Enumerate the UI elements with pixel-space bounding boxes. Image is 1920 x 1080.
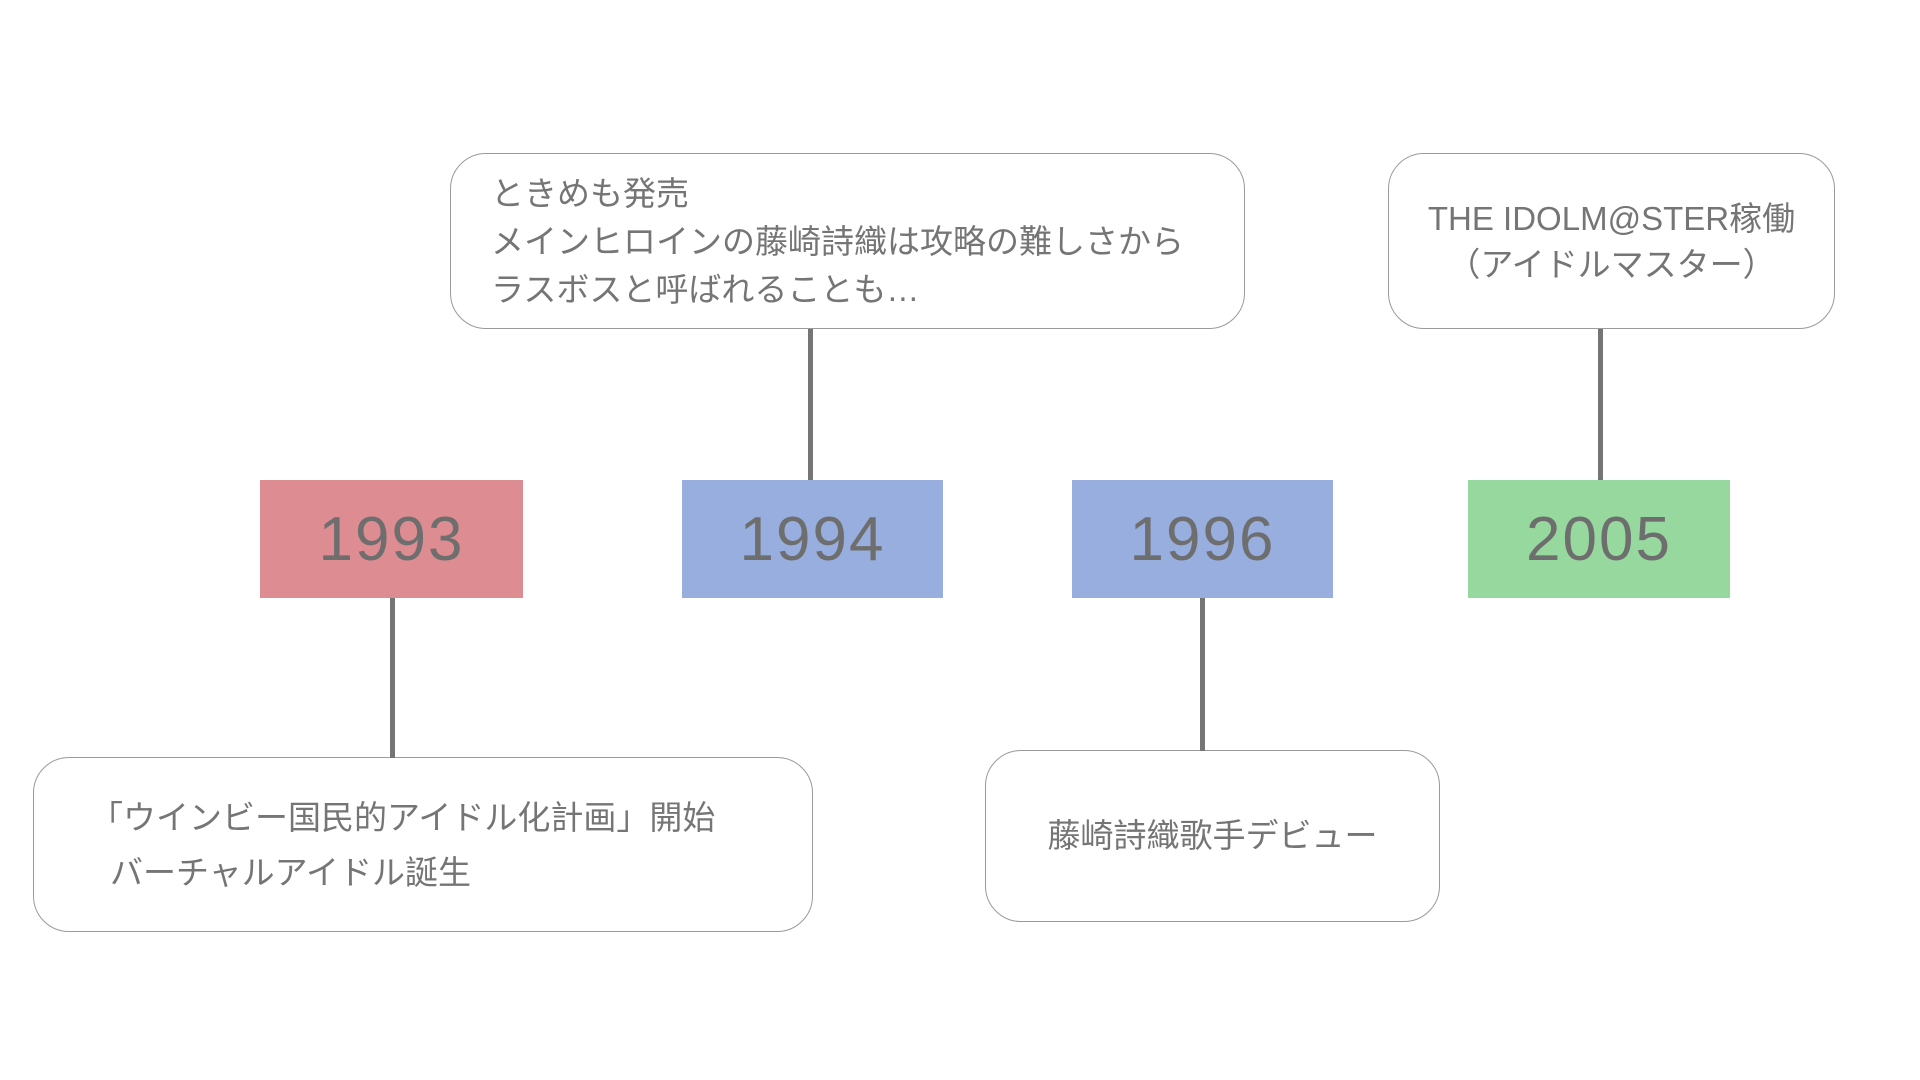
connector-line-2005 <box>1598 329 1603 481</box>
callout-winbee-line-1: 「ウインビー国民的アイドル化計画」開始 <box>90 799 716 836</box>
callout-idolmaster-launch: THE IDOLM@STER稼働 （アイドルマスター） <box>1388 153 1835 329</box>
connector-line-1994 <box>808 329 813 481</box>
callout-winbee-project: 「ウインビー国民的アイドル化計画」開始 バーチャルアイドル誕生 <box>33 757 813 932</box>
year-box-1993: 1993 <box>260 480 523 598</box>
callout-idolmaster-line-2: （アイドルマスター） <box>1447 246 1776 283</box>
connector-line-1993 <box>390 598 395 758</box>
year-box-1994: 1994 <box>682 480 943 598</box>
callout-tokimemo-line-3: ラスボスと呼ばれることも… <box>491 271 920 308</box>
callout-tokimemo-release: ときめも発売 メインヒロインの藤崎詩織は攻略の難しさから ラスボスと呼ばれること… <box>450 153 1245 329</box>
year-label-1996: 1996 <box>1129 504 1276 574</box>
callout-tokimemo-line-1: ときめも発売 <box>491 175 689 212</box>
year-box-2005: 2005 <box>1468 480 1730 598</box>
callout-debut-line-1: 藤崎詩織歌手デビュー <box>1047 817 1378 854</box>
year-label-1994: 1994 <box>739 504 886 574</box>
year-box-1996: 1996 <box>1072 480 1333 598</box>
year-label-2005: 2005 <box>1526 504 1672 574</box>
year-label-1993: 1993 <box>318 504 465 574</box>
callout-idolmaster-line-1: THE IDOLM@STER稼働 <box>1427 200 1796 237</box>
callout-winbee-line-2: バーチャルアイドル誕生 <box>110 854 472 891</box>
callout-singer-debut: 藤崎詩織歌手デビュー <box>985 750 1440 922</box>
connector-line-1996 <box>1200 598 1205 751</box>
callout-tokimemo-line-2: メインヒロインの藤崎詩織は攻略の難しさから <box>491 223 1184 260</box>
